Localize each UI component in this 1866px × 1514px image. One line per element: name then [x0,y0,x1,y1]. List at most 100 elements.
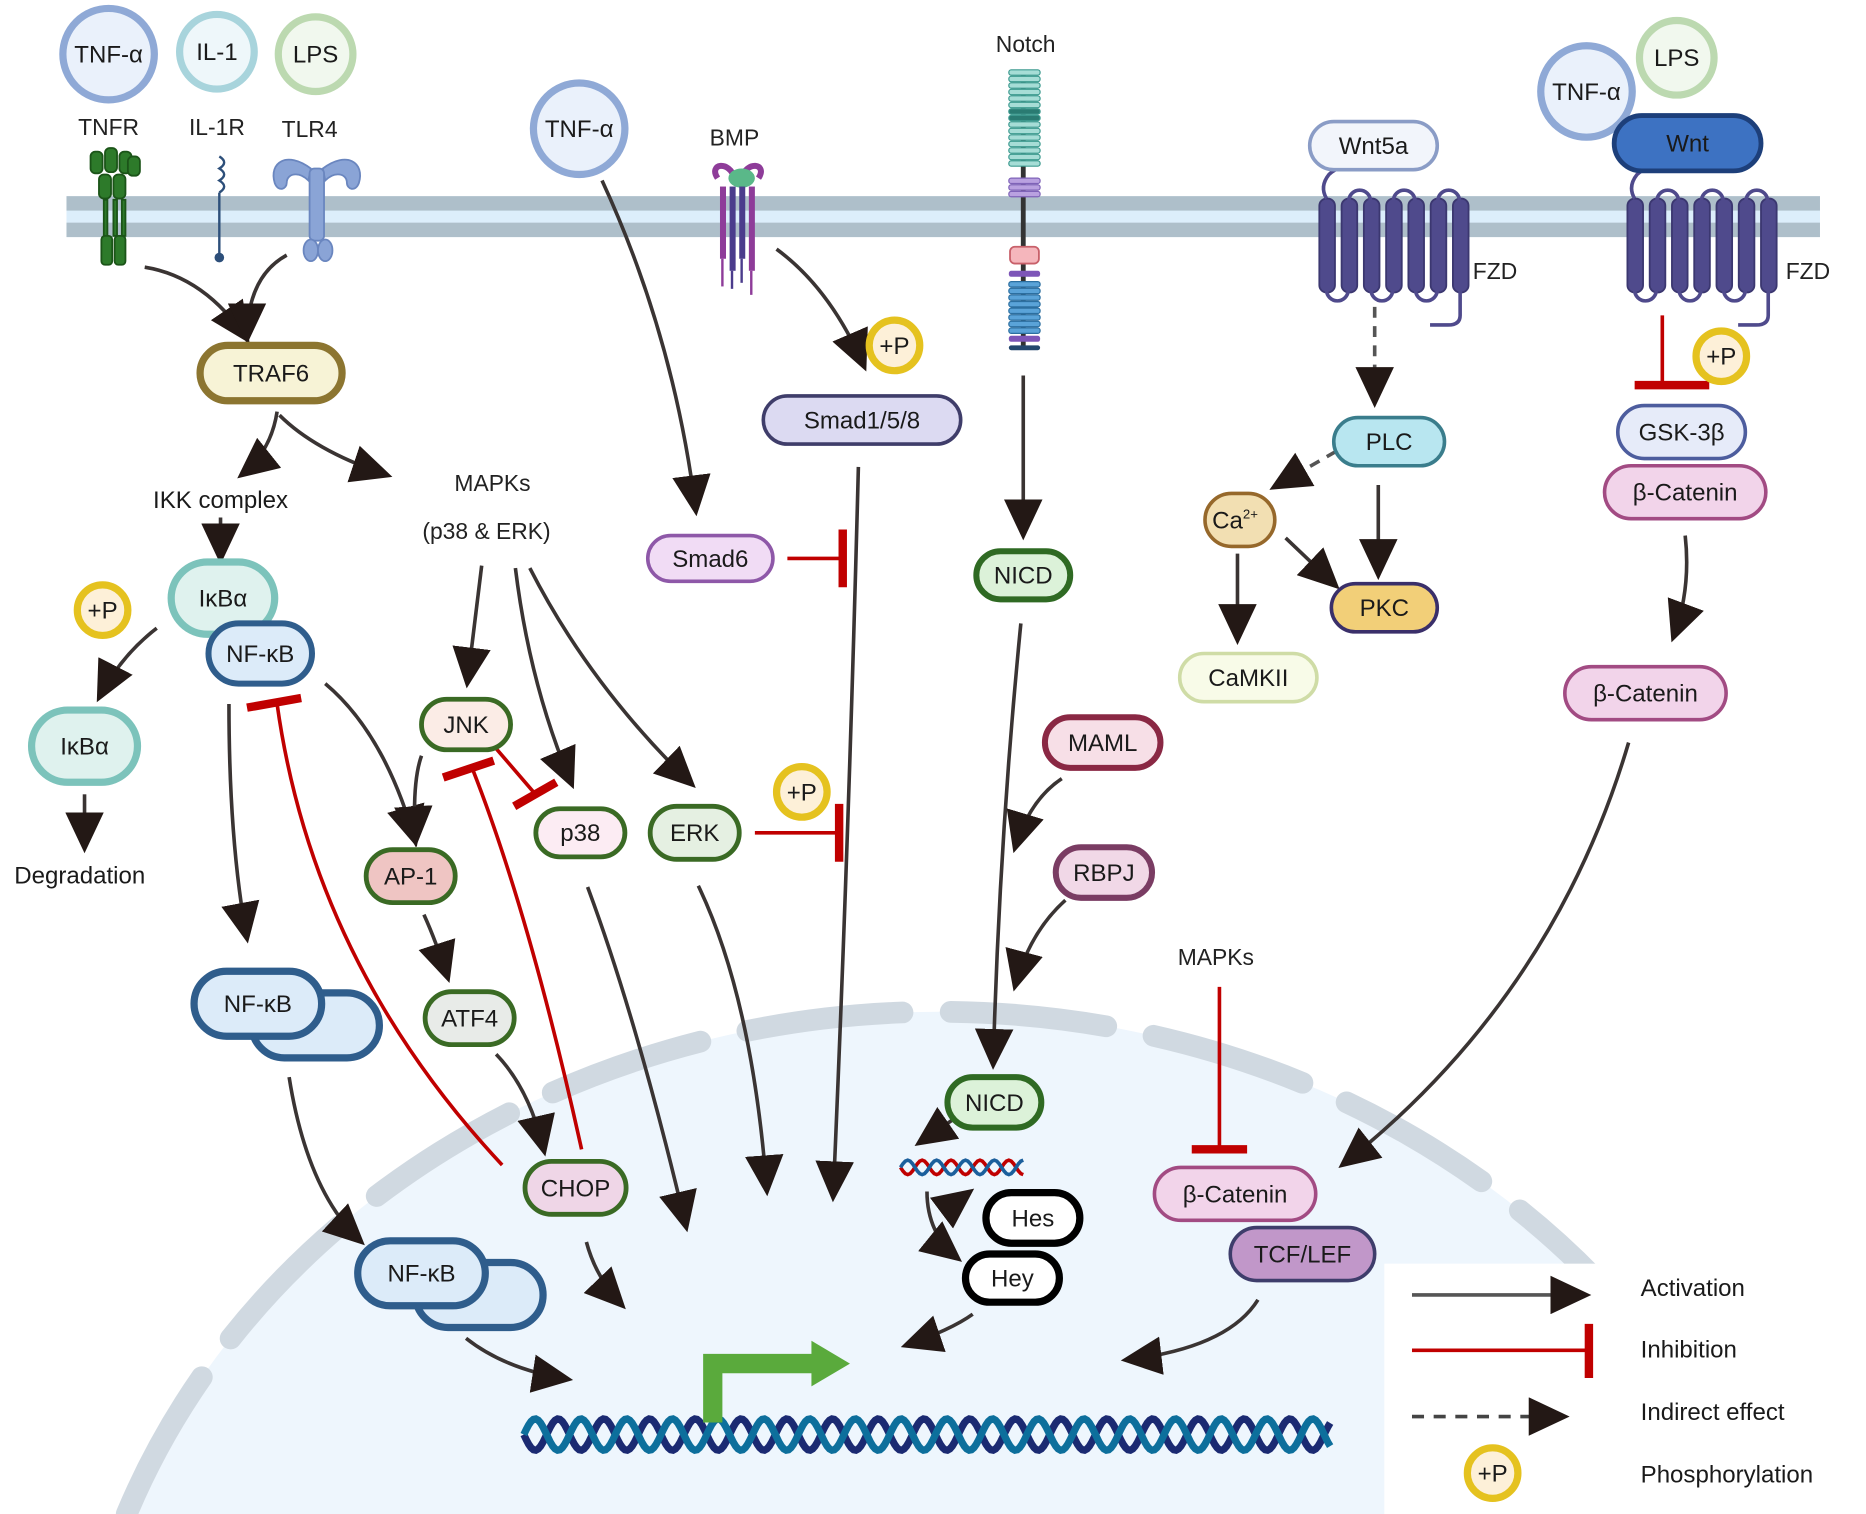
il1-ligand-label: IL-1 [196,39,237,66]
activation-arrow [513,567,576,790]
maml-node: MAML [1041,714,1164,771]
wnt5a-label: Wnt5a [1339,133,1409,160]
il1r-receptor-icon [214,155,226,263]
erk-node: ERK [647,803,742,862]
traf6-node: TRAF6 [196,341,346,405]
activation-arrow [1284,536,1340,590]
pkc-node: PKC [1329,581,1440,634]
activation-arrow [394,755,433,848]
rbpj-label: RBPJ [1073,860,1134,887]
activation-arrow [974,623,1023,1070]
activation-arrow [464,1336,574,1393]
chop-node: CHOP [522,1158,629,1217]
ikk-complex-label: IKK complex [153,487,288,514]
fzd-receptor-icon [1626,160,1778,327]
phosphorylation-badge-label: +P [1706,344,1736,371]
tcflef-node: TCF/LEF [1228,1225,1377,1283]
activation-arrow [696,884,784,1197]
smad158-node: Smad1/5/8 [761,394,963,446]
notch-label: Notch [996,31,1056,57]
maml-label: MAML [1068,730,1137,757]
lps-ligand: LPS [1635,16,1718,99]
activation-arrow [914,1106,960,1147]
pathway-links [65,179,1710,1393]
bcatenin-3-node: β-Catenin [1152,1165,1318,1223]
activation-arrow [278,413,393,483]
activation-arrow [287,1076,365,1246]
jnk-node: JNK [419,696,513,753]
mapks-subtitle: (p38 & ERK) [422,518,550,544]
legend-phospho-icon [1463,1444,1522,1502]
lps-ligand-label: LPS [1654,45,1699,72]
dna-helix-icon [520,1415,1334,1455]
camkii-label: CaMKII [1208,665,1288,692]
tnf-alpha-ligand: TNF-α [1537,42,1636,141]
promoter-arrow-icon [703,1340,850,1423]
smad6-node: Smad6 [645,533,775,584]
text-labels: TNFR IL-1R TLR4 BMP Notch FZD FZD IKK co… [14,31,1830,970]
nfkb-label: NF-κB [387,1261,455,1288]
pkc-label: PKC [1360,595,1409,622]
activation-arrow [324,682,425,848]
tnfr-label: TNFR [78,114,139,140]
tnfr-receptor-icon [89,147,141,266]
ikba-2-label: IκBα [60,734,109,761]
gsk3b-label: GSK-3β [1639,419,1725,446]
indirect-arrow [1269,449,1338,490]
tnf-alpha-ligand: TNF-α [529,79,629,179]
mapks-label: MAPKs [454,470,530,496]
nicd-1-label: NICD [994,563,1053,590]
fzd-label: FZD [1786,258,1830,284]
nfkb-dimer-node: NF-κB [354,1237,547,1332]
phosphorylation-badge: +P [865,316,924,375]
plc-node: PLC [1331,415,1447,468]
nfkb-label: NF-κB [224,991,292,1018]
tcflef-label: TCF/LEF [1254,1241,1352,1268]
inhibition-line [470,767,584,1150]
lps-ligand-label: LPS [293,42,338,69]
cell-membrane [66,196,1820,238]
phosphorylation-badge-label: +P [879,333,909,360]
nicd-2-label: NICD [965,1090,1024,1117]
erk-label: ERK [670,820,719,847]
activation-arrow [144,265,250,344]
activation-arrow [1338,742,1631,1168]
rbpj-node: RBPJ [1052,844,1156,901]
tlr4-receptor-icon [272,158,361,263]
il1-ligand: IL-1 [175,10,258,93]
phosphorylation-badge-label: +P [88,598,118,625]
wnt-node: Wnt [1611,113,1764,174]
gsk3b-node: GSK-3β [1615,403,1748,461]
bmp-receptor-icon [712,162,764,295]
hes-label: Hes [1012,1205,1055,1232]
bcatenin-1-label: β-Catenin [1633,480,1738,507]
smad6-label: Smad6 [672,546,748,573]
camkii-node: CaMKII [1177,651,1319,704]
phosphorylation-badge: +P [73,581,132,640]
mapks-nuclear-label: MAPKs [1178,944,1254,970]
activation-arrow [929,1188,975,1229]
bcatenin-2-label: β-Catenin [1593,681,1698,708]
calcium-label: Ca2+ [1212,507,1258,535]
calcium-node: Ca2+ [1203,491,1277,549]
hes-node: Hes [982,1189,1084,1247]
activation-arrow [227,253,288,345]
activation-arrow [237,411,282,479]
activation-arrow [1120,1298,1260,1375]
hey-node: Hey [961,1250,1063,1306]
phosphorylation-badge: +P [1692,327,1751,386]
smad158-label: Smad1/5/8 [804,407,920,434]
tlr4-label: TLR4 [282,116,338,142]
inhibition-line [275,703,504,1167]
bmp-label: BMP [710,125,760,151]
phosphorylation-badge-label: +P [787,779,817,806]
tnf-alpha-ligand-label: TNF-α [1552,79,1621,106]
legend-phosphorylation-label: Phosphorylation [1641,1462,1813,1489]
legend-inhibition-label: Inhibition [1641,1337,1737,1364]
nfkb-1-node: NF-κB [205,620,316,687]
activation-arrow [900,1312,974,1353]
ikba-2-node: IκBα [27,706,142,786]
activation-arrow [775,247,868,372]
wnt-label: Wnt [1666,131,1709,158]
